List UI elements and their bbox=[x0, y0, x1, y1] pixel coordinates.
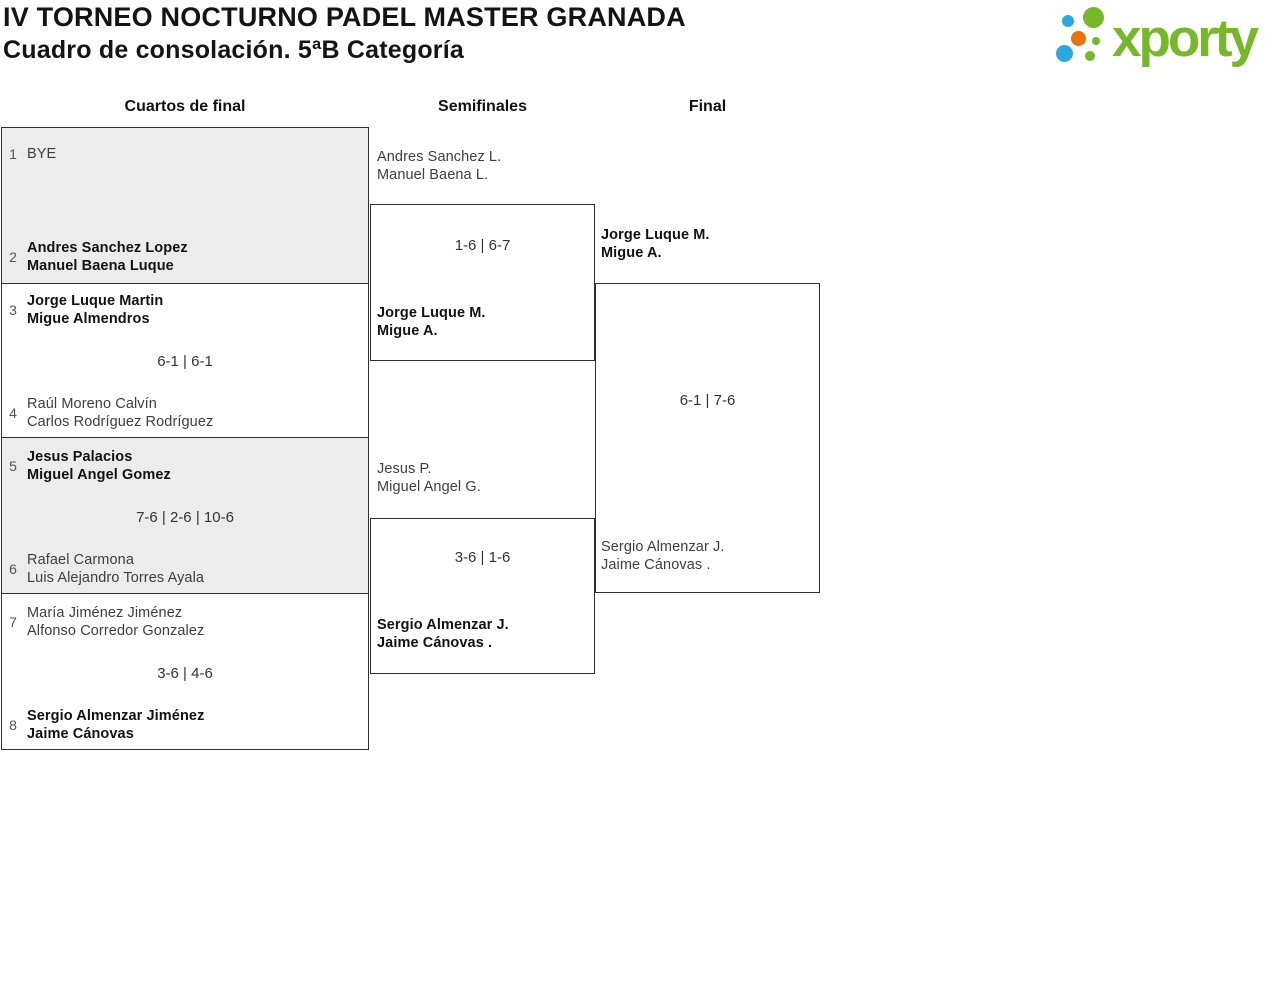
sf1-score: 1-6 | 6-7 bbox=[454, 237, 511, 254]
seed-number: 4 bbox=[9, 405, 17, 421]
team-players: Raúl Moreno Calvín Carlos Rodríguez Rodr… bbox=[27, 396, 214, 430]
qf1-team-bottom: 2 Andres Sanchez Lopez Manuel Baena Luqu… bbox=[8, 239, 188, 275]
logo-dot-green-tiny bbox=[1092, 37, 1100, 45]
sf-match-1-box bbox=[370, 204, 595, 361]
seed-number: 8 bbox=[9, 717, 17, 733]
team-players: María Jiménez Jiménez Alfonso Corredor G… bbox=[27, 605, 205, 639]
xporty-logo: xporty bbox=[1050, 0, 1280, 78]
seed-number: 5 bbox=[9, 458, 17, 474]
qf3-score: 7-6 | 2-6 | 10-6 bbox=[136, 509, 234, 526]
team-players: Rafael Carmona Luis Alejandro Torres Aya… bbox=[27, 552, 205, 586]
logo-dot-orange bbox=[1071, 31, 1086, 46]
team-players: Andres Sanchez Lopez Manuel Baena Luque bbox=[27, 240, 188, 274]
sf2-team-top: Jesus P. Miguel Angel G. bbox=[377, 461, 481, 495]
seed-number: 3 bbox=[9, 302, 17, 318]
team-players: Sergio Almenzar Jiménez Jaime Cánovas bbox=[27, 708, 205, 742]
qf3-team-bottom: 6 Rafael Carmona Luis Alejandro Torres A… bbox=[8, 551, 204, 587]
final-match-box bbox=[595, 283, 820, 593]
logo-dot-green-small bbox=[1085, 51, 1095, 61]
qf-match-2-box bbox=[1, 283, 369, 438]
sf1-team-bottom: Jorge Luque M. Migue A. bbox=[377, 305, 486, 339]
final-score: 6-1 | 7-6 bbox=[679, 392, 736, 409]
qf4-score: 3-6 | 4-6 bbox=[157, 665, 213, 682]
qf2-team-bottom: 4 Raúl Moreno Calvín Carlos Rodríguez Ro… bbox=[8, 395, 213, 431]
sf2-score: 3-6 | 1-6 bbox=[454, 549, 511, 566]
final-team-bottom: Sergio Almenzar J. Jaime Cánovas . bbox=[601, 539, 725, 573]
team-players: Jorge Luque Martin Migue Almendros bbox=[27, 293, 164, 327]
team-players: Jesus Palacios Miguel Angel Gomez bbox=[27, 449, 171, 483]
qf1-team-top: 1 BYE bbox=[8, 145, 56, 163]
qf-match-1-box bbox=[1, 127, 369, 284]
sf2-team-bottom: Sergio Almenzar J. Jaime Cánovas . bbox=[377, 617, 509, 651]
qf-match-4-box bbox=[1, 593, 369, 750]
seed-number: 1 bbox=[9, 146, 17, 162]
sf1-team-top: Andres Sanchez L. Manuel Baena L. bbox=[377, 149, 502, 183]
logo-wordmark: xporty bbox=[1112, 9, 1259, 68]
logo-dot-blue-large bbox=[1056, 45, 1073, 62]
logo-dot-blue-small bbox=[1062, 15, 1074, 27]
column-header-final: Final bbox=[688, 98, 727, 115]
qf3-team-top: 5 Jesus Palacios Miguel Angel Gomez bbox=[8, 448, 171, 484]
seed-number: 2 bbox=[9, 249, 17, 265]
sf-match-2-box bbox=[370, 518, 595, 674]
qf4-team-bottom: 8 Sergio Almenzar Jiménez Jaime Cánovas bbox=[8, 707, 204, 743]
column-header-cuartos: Cuartos de final bbox=[124, 98, 246, 115]
seed-number: 6 bbox=[9, 561, 17, 577]
final-team-top: Jorge Luque M. Migue A. bbox=[601, 227, 710, 261]
column-header-semifinales: Semifinales bbox=[438, 98, 527, 115]
seed-number: 7 bbox=[9, 614, 17, 630]
page-title: IV TORNEO NOCTURNO PADEL MASTER GRANADA bbox=[3, 2, 686, 32]
qf2-score: 6-1 | 6-1 bbox=[157, 353, 213, 370]
qf4-team-top: 7 María Jiménez Jiménez Alfonso Corredor… bbox=[8, 604, 204, 640]
logo-dot-green-large bbox=[1083, 7, 1104, 28]
page-subtitle: Cuadro de consolación. 5ªB Categoría bbox=[3, 36, 464, 64]
qf2-team-top: 3 Jorge Luque Martin Migue Almendros bbox=[8, 292, 163, 328]
team-players: BYE bbox=[27, 146, 57, 162]
